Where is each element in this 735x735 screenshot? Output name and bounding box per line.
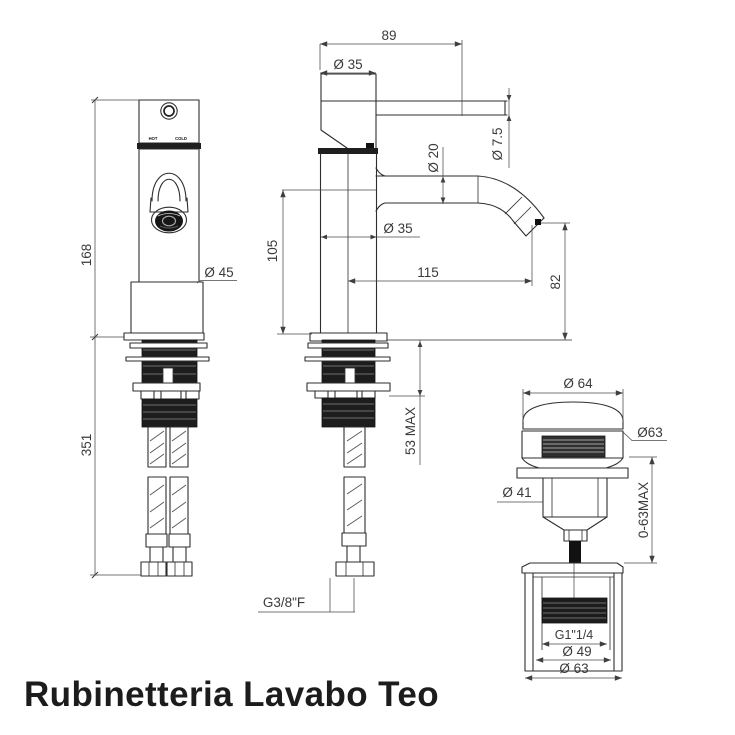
dim-drain-top-dia: Ø63 [637,425,663,440]
hot-mark: HOT [149,136,158,141]
dim-deck-max: 53 MAX [403,407,418,455]
hose-hex-nut [140,561,167,577]
front-mounting-shank [125,339,210,428]
dim-supply-thread: G3/8"F [263,595,305,610]
side-handle-base-ring [318,148,378,154]
drain-bottom-cup [521,562,624,672]
side-spout [375,167,545,237]
dim-handle-dia: Ø 35 [333,57,362,72]
drain-body [542,477,608,518]
drain-dimensions: Ø 64 Ø63 Ø 41 0-63MAX G1"1/4 Ø 49 Ø 63 [497,376,667,681]
side-dimensions: 89 Ø 35 Ø 7.5 Ø 20 Ø 35 105 115 82 [258,28,570,613]
dim-lever-reach: 89 [381,28,396,43]
dim-body-dia: Ø 35 [383,221,412,236]
dim-lever-dia: Ø 7.5 [490,127,505,160]
lever-pivot [366,143,374,150]
side-handle-lever [320,73,508,150]
front-handle [138,99,200,144]
drain-flange [516,467,629,479]
side-view: 89 Ø 35 Ø 7.5 Ø 20 Ø 35 105 115 82 [258,28,572,613]
dim-drain-thread: G1"1/4 [555,628,594,642]
side-body [319,153,378,334]
front-base [130,281,204,334]
handle-screw-icon [160,102,178,120]
dim-spout-reach: 115 [417,265,439,280]
front-supply-hoses [140,426,193,577]
product-title: Rubinetteria Lavabo Teo [24,675,439,714]
hose-hex-nut [335,561,375,577]
dim-drain-cap-dia: Ø 64 [563,376,593,391]
dim-tip-height: 82 [548,274,563,289]
drain-rod [569,541,581,563]
dim-drain-inner-dia: Ø 49 [562,644,591,659]
front-view: HOT COLD [79,96,237,579]
dim-drain-neck-dia: Ø 41 [502,485,531,500]
dim-spout-center-height: 105 [265,240,280,263]
drain-cap [522,401,624,430]
hose-hex-nut [166,561,193,577]
front-spout-aerator [149,172,189,234]
spout-tip-marker [535,219,541,225]
dim-drain-body-dia: Ø 63 [559,661,588,676]
dim-spout-dia: Ø 20 [426,143,441,172]
front-deck-flange [123,332,205,341]
dim-drain-mount-range: 0-63MAX [636,482,651,538]
cold-mark: COLD [175,136,187,141]
side-supply-hose [335,426,375,577]
dim-front-under-counter: 351 [79,434,94,457]
dim-front-base-dia: Ø 45 [204,265,233,280]
drain-view: Ø 64 Ø63 Ø 41 0-63MAX G1"1/4 Ø 49 Ø 63 [497,376,667,681]
dim-front-height: 168 [79,244,94,267]
aerator-icon [155,210,183,232]
handle-base-ring [137,143,201,149]
front-dimensions: 168 351 Ø 45 [79,96,237,579]
side-mounting-shank [304,339,391,428]
